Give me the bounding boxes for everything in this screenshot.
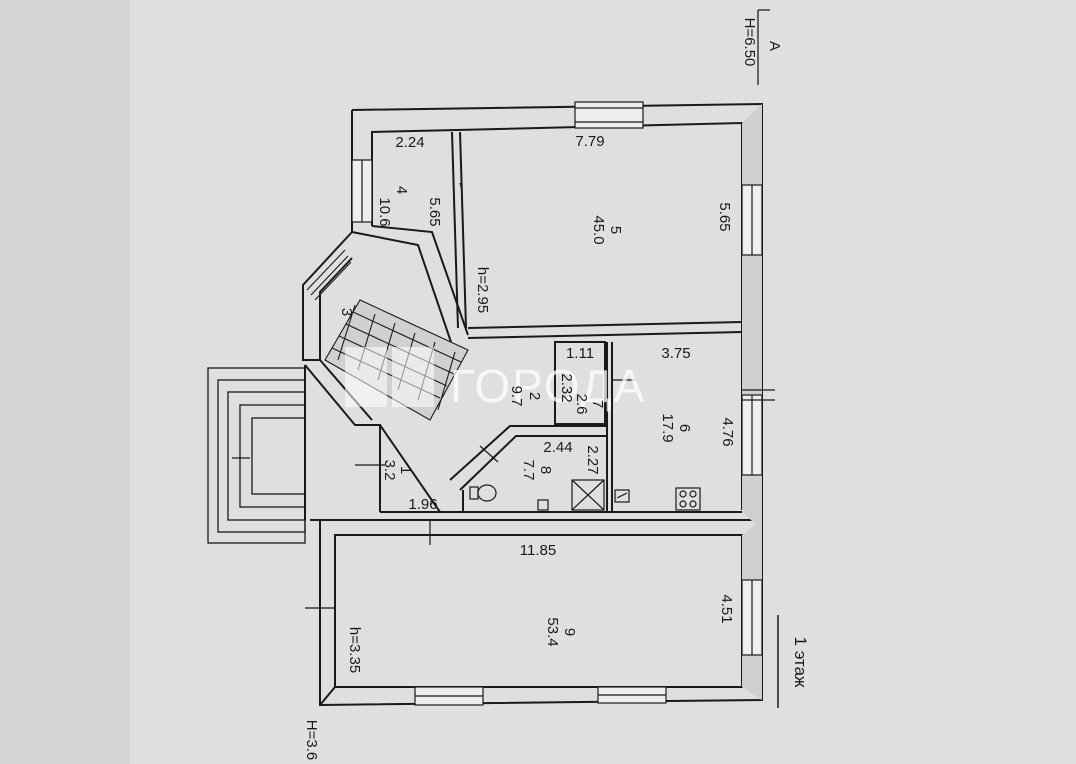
stair-tread [337, 304, 356, 361]
stair-step [352, 311, 462, 363]
room7-number: 7 [589, 400, 606, 408]
room7-area: 2.6 [573, 394, 590, 415]
room5-area: 45.0 [590, 215, 607, 244]
room1-number: 1 [397, 466, 414, 474]
room9-number: 9 [561, 628, 578, 636]
stair-tread [437, 351, 456, 411]
room2-area: 9.7 [508, 386, 525, 407]
elevation-top-label: H=6.50 [741, 18, 758, 67]
wall-room7 [554, 341, 606, 425]
wall-room8-top [449, 425, 607, 481]
room9-height: h=3.35 [346, 627, 363, 673]
watermark-logo: ГОРОДА [345, 347, 646, 412]
room9-area: 53.4 [544, 617, 561, 646]
room1-area: 3.2 [381, 460, 398, 481]
stair-bay-line [306, 249, 346, 291]
room3-number: 3 [338, 308, 355, 316]
room9-length: 4.51 [718, 594, 735, 623]
wall-room5-bottom-inner [467, 331, 743, 339]
room5-width: 7.79 [575, 133, 604, 150]
wall-room9-corner [319, 686, 336, 706]
boiler-fixture [571, 479, 605, 511]
room6-length: 4.76 [719, 417, 736, 446]
toilet-fixture [469, 484, 497, 502]
room8-width: 2.44 [543, 439, 572, 456]
window-room5-top [574, 101, 644, 129]
sink-fixture [537, 499, 549, 511]
stove-fixture [675, 487, 701, 511]
floor-label: 1 этаж [791, 637, 810, 689]
room4-number: 4 [393, 186, 410, 194]
room4-length: 5.65 [426, 197, 443, 226]
room4-area: 10.6 [376, 197, 393, 226]
room8-area: 7.7 [520, 460, 537, 481]
door-mark [459, 182, 463, 191]
windows [351, 101, 763, 706]
axis-letter-label: A [766, 41, 783, 51]
elevation-bottom-label: H=3.6 [303, 720, 320, 760]
watermark-text: ГОРОДА [450, 360, 646, 412]
wall-room4-slant-outer [351, 231, 453, 346]
wall-room4-slant [371, 225, 469, 336]
room8-length: 2.27 [584, 445, 601, 474]
room5-length: 5.65 [716, 202, 733, 231]
wall-stair-bay [302, 231, 353, 361]
room1-width: 1.96 [408, 496, 437, 513]
wall-partition-4-5-inner [459, 131, 467, 329]
room9-width: 11.85 [520, 542, 556, 559]
room5-number: 5 [607, 226, 624, 234]
door-mark [479, 445, 499, 463]
room8-number: 8 [537, 466, 554, 474]
stair-bay-line [314, 261, 352, 301]
wall-partition-4-5 [451, 131, 459, 329]
room6-area: 17.9 [659, 413, 676, 442]
room6-number: 6 [676, 424, 693, 432]
wall-room1-slant [379, 424, 441, 513]
washer-fixture [614, 489, 630, 503]
wall-room1 [304, 364, 381, 512]
room2-number: 2 [526, 392, 543, 400]
room4-width: 2.24 [395, 134, 424, 151]
stair-bay-line [310, 255, 349, 296]
room5-height: h=2.95 [474, 267, 491, 313]
entrance-porch [207, 367, 306, 544]
wall-room8-top-inner [459, 435, 607, 491]
room2-width: 2.32 [558, 373, 575, 402]
fixtures [305, 182, 775, 609]
porch-landing [251, 417, 306, 495]
room6-width: 3.75 [661, 345, 690, 362]
wall-room5-bottom [467, 321, 743, 329]
room7-width: 1.11 [566, 345, 594, 362]
